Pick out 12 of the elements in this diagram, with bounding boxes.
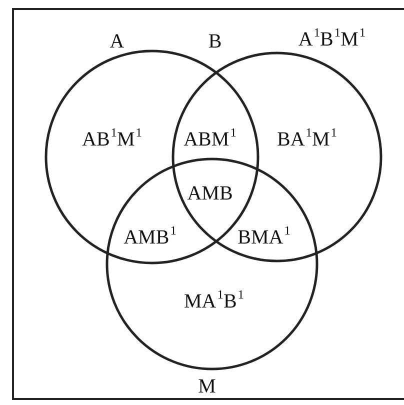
set-label: M xyxy=(198,376,216,398)
set-label: B xyxy=(208,30,222,54)
region-label: AMB$^{1}$ xyxy=(124,226,176,250)
region-label: BA$^{1}$M$^{1}$ xyxy=(277,128,337,152)
set-label: A$^{1}$B$^{1}$M$^{1}$ xyxy=(298,28,366,52)
region-label: AMB xyxy=(187,182,233,206)
region-label: MA$^{1}$B$^{1}$ xyxy=(184,290,244,314)
region-label: BMA$^{1}$ xyxy=(238,226,290,250)
region-label: AB$^{1}$M$^{1}$ xyxy=(82,128,142,152)
region-label: ABM$^{1}$ xyxy=(184,128,236,152)
set-label: A xyxy=(110,30,124,54)
universe-frame xyxy=(12,8,404,400)
